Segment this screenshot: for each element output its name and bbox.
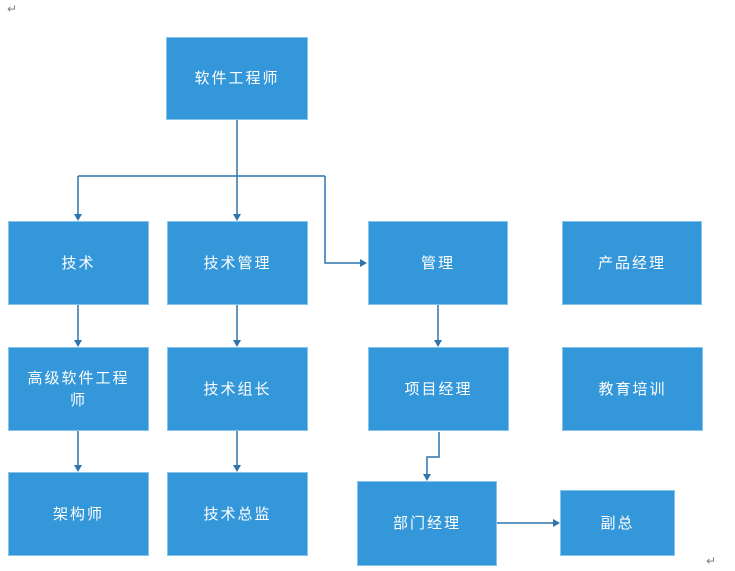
arrowhead-dept [423, 474, 431, 481]
edge-se-to-management [324, 176, 360, 264]
node-tech-director[interactable]: 技术总监 [167, 472, 308, 556]
node-tech[interactable]: 技术 [8, 221, 149, 305]
node-project-manager[interactable]: 项目经理 [368, 347, 509, 431]
node-architect[interactable]: 架构师 [8, 472, 149, 556]
arrowhead-senior [74, 340, 82, 347]
node-education-training[interactable]: 教育培训 [562, 347, 703, 431]
node-management[interactable]: 管理 [368, 221, 508, 305]
node-software-engineer[interactable]: 软件工程师 [166, 37, 308, 120]
arrowhead-management [360, 259, 367, 267]
arrowhead-pm [434, 340, 442, 347]
arrowhead-architect [74, 465, 82, 472]
arrowhead-lead [233, 340, 241, 347]
node-vice-president[interactable]: 副总 [560, 490, 675, 556]
node-product-manager[interactable]: 产品经理 [562, 221, 702, 305]
arrowhead-vp [553, 519, 560, 527]
arrowhead-tech [74, 214, 82, 221]
node-senior-software-engineer[interactable]: 高级软件工程师 [8, 347, 149, 431]
paragraph-mark-icon: ↵ [706, 554, 717, 568]
node-tech-management[interactable]: 技术管理 [167, 221, 308, 305]
node-tech-lead[interactable]: 技术组长 [167, 347, 308, 431]
paragraph-mark-icon: ↵ [7, 2, 18, 16]
node-department-manager[interactable]: 部门经理 [357, 481, 497, 566]
arrowhead-director [233, 465, 241, 472]
arrowhead-tech-management [233, 214, 241, 221]
edge-pm-to-dept [426, 432, 440, 474]
